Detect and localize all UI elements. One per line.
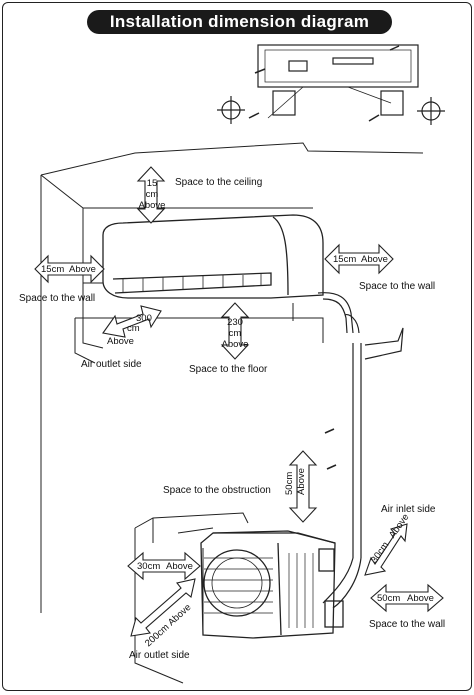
left-wall-qualifier: Above [69,264,96,275]
obstruction-value: 50cm [284,471,295,495]
outdoor-outlet-arrow [130,578,196,637]
crosshair-marks [217,96,445,125]
floor-unit: cm [228,328,242,339]
right-wall-qualifier: Above [361,254,388,265]
mounting-plate [257,44,419,119]
left-side-value: 30cm [137,561,161,572]
installation-drawing [34,44,445,684]
outlet-arrow [102,305,162,338]
ceiling-qualifier: Above [138,200,166,211]
right-wall-label: Space to the wall [359,281,436,292]
obstruction-label: Space to the obstruction [163,485,271,496]
dimension-arrows [34,166,444,637]
inlet-arrow [364,523,408,576]
outlet-qualifier: Above [107,336,134,347]
wall-screw-icons [324,428,337,470]
floor-arrow [220,302,250,360]
floor-qualifier: Above [221,339,249,350]
obstruction-arrow [288,450,318,523]
outdoor-outlet-label: Air outlet side [129,650,190,661]
indoor-unit [102,214,324,299]
floor-label: Space to the floor [189,364,268,375]
refrigerant-pipe [317,292,404,609]
left-wall-label: Space to the wall [19,293,96,304]
room-outline [40,142,424,613]
right-wall-value: 15cm [333,254,357,265]
outlet-label: Air outlet side [81,359,142,370]
right-side-qualifier: Above [407,593,434,604]
ceiling-value: 15 [146,178,158,189]
obstruction-qualifier: Above [296,468,307,495]
outlet-unit: cm [127,323,140,334]
floor-value: 230 [227,317,243,328]
screw-icons [248,45,400,122]
left-wall-arrow [34,254,105,284]
left-side-arrow [127,551,201,581]
left-wall-value: 15cm [41,264,65,275]
right-side-value: 50cm [377,593,401,604]
inlet-label: Air inlet side [381,504,436,515]
outlet-value: 300 [136,313,152,324]
left-side-qualifier: Above [166,561,193,572]
right-side-label: Space to the wall [369,619,446,630]
right-side-arrow [370,583,444,613]
outdoor-unit [200,530,344,639]
right-wall-arrow [324,243,394,275]
diagram-title: Installation dimension diagram [87,10,392,34]
ceiling-arrow [136,166,166,224]
ceiling-unit: cm [145,189,159,200]
ceiling-label: Space to the ceiling [175,177,263,188]
